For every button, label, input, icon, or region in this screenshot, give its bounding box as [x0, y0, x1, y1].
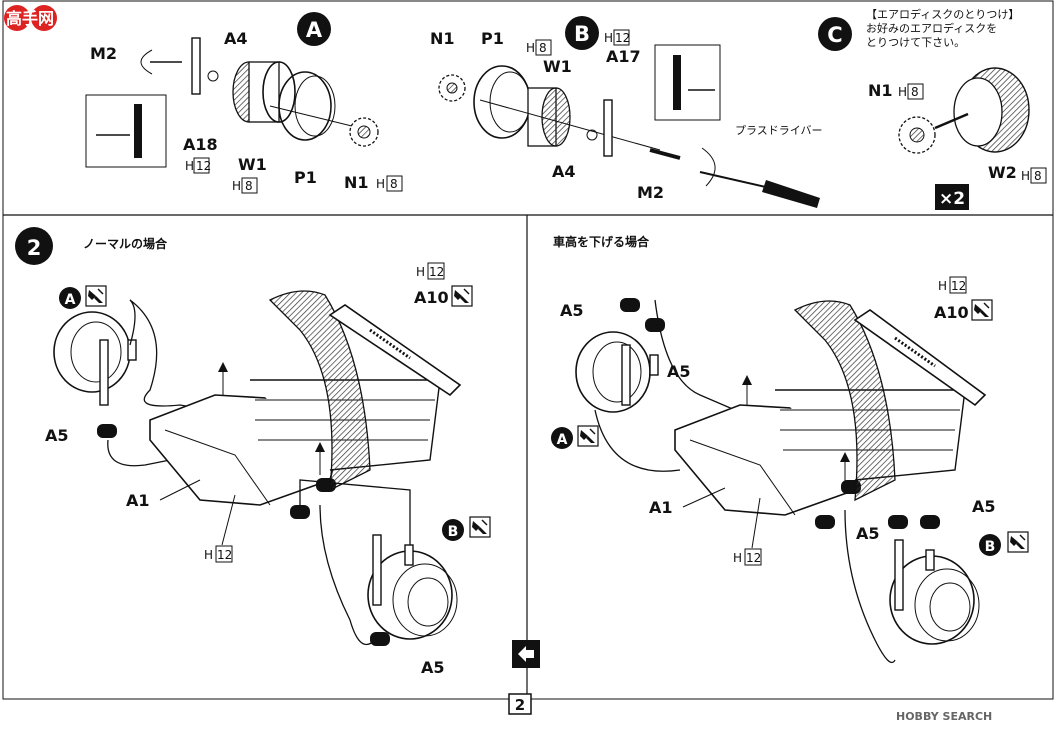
times-two-box [935, 184, 969, 210]
label-p1-b: P1 [481, 29, 504, 48]
label-a1-normal: A1 [126, 491, 150, 510]
screwdriver-shaft [699, 171, 771, 189]
svg-text:H: H [232, 179, 241, 193]
svg-text:H: H [1021, 169, 1030, 183]
label-w2: W2 [988, 163, 1017, 182]
belt-normal [268, 290, 371, 492]
svg-text:H: H [938, 279, 947, 293]
svg-text:B: B [574, 22, 590, 46]
label-n1-a: N1 [344, 173, 369, 192]
label-w1-a: W1 [238, 155, 267, 174]
svg-text:8: 8 [390, 177, 398, 191]
screwdriver-handle [762, 180, 820, 208]
part-a10-normal [328, 304, 462, 397]
svg-text:12: 12 [615, 31, 630, 45]
label-m2: M2 [90, 44, 117, 63]
label-a4: A4 [224, 29, 248, 48]
watermark-text: 高手网 [6, 9, 54, 28]
note-c-line2: お好みのエアロディスクを [866, 21, 997, 35]
svg-text:12: 12 [429, 265, 444, 279]
svg-text:A: A [306, 18, 323, 42]
svg-text:H: H [526, 41, 535, 55]
label-a4-b: A4 [552, 162, 576, 181]
part-a10-lowered [853, 309, 987, 407]
svg-text:8: 8 [1034, 169, 1042, 183]
label-a5-lowered-mid: A5 [667, 362, 691, 381]
belt-lowered [793, 300, 896, 502]
svg-text:A: A [65, 292, 76, 308]
badge-c: C [818, 17, 852, 51]
svg-text:2: 2 [515, 696, 525, 714]
svg-text:12: 12 [217, 548, 232, 562]
wheel-a-lowered [575, 331, 651, 413]
wheel-a-normal [53, 311, 131, 393]
step2-number: 2 [15, 227, 53, 265]
svg-text:B: B [448, 524, 459, 540]
label-a5-normal-front: A5 [45, 426, 69, 445]
svg-text:8: 8 [539, 41, 547, 55]
note-c-line3: とりつけて下さい。 [866, 36, 965, 49]
svg-text:B: B [985, 539, 996, 555]
label-n1-c: N1 [868, 81, 893, 100]
svg-text:H: H [898, 85, 907, 99]
label-a5-normal-rear: A5 [421, 658, 445, 677]
page-number: 2 [508, 693, 532, 715]
wheel-assembly-b: N1 P1 H 8 W1 A17 H 12 A4 M2 [430, 29, 823, 208]
step1-section: A B C M2 A4 A18 H 12 [85, 7, 1047, 210]
label-a5-lowered-top: A5 [560, 301, 584, 320]
svg-text:H: H [416, 265, 425, 279]
svg-text:H: H [604, 31, 613, 45]
svg-text:A: A [557, 432, 568, 448]
svg-text:12: 12 [951, 279, 966, 293]
label-w1-b: W1 [543, 57, 572, 76]
label-a5-lowered-right: A5 [972, 497, 996, 516]
note-c-line1: 【エアロディスクのとりつけ】 [866, 7, 1019, 21]
step2-section: 2 ノーマルの場合 車高を下げる場合 A A5 [15, 227, 1029, 677]
wheel-assembly-a: M2 A4 A18 H 12 W1 H 8 P1 N1 [85, 29, 403, 194]
label-a5-lowered-left: A5 [856, 524, 880, 543]
detail-inset-a [85, 94, 167, 168]
normal-assembly: A A5 [45, 262, 540, 677]
label-m2-b: M2 [637, 183, 664, 202]
label-n1-b: N1 [430, 29, 455, 48]
svg-text:8: 8 [245, 179, 253, 193]
wheel-assembly-c: 【エアロディスクのとりつけ】 お好みのエアロディスクを とりつけて下さい。 N1… [866, 7, 1047, 210]
svg-text:12: 12 [746, 551, 761, 565]
screwdriver-label: プラスドライバー [735, 124, 823, 137]
label-p1-a: P1 [294, 168, 317, 187]
watermark-bottom: HOBBY SEARCH [896, 710, 992, 723]
svg-text:H: H [185, 159, 194, 173]
svg-text:H: H [733, 551, 742, 565]
label-a17: A17 [606, 47, 641, 66]
axle-a17 [603, 99, 613, 157]
badge-a: A [297, 12, 331, 46]
watermark-logo: 高手网 [4, 5, 57, 31]
lowered-assembly: A5 A5 A A10 [551, 276, 1029, 664]
label-a10-normal: A10 [414, 288, 449, 307]
svg-text:8: 8 [911, 85, 919, 99]
svg-text:2: 2 [27, 236, 42, 260]
tire-p1-a [278, 71, 332, 141]
normal-title: ノーマルの場合 [83, 236, 168, 251]
label-a10-lowered: A10 [934, 303, 969, 322]
axle-a18 [191, 37, 201, 95]
lowered-title: 車高を下げる場合 [553, 234, 650, 249]
svg-text:H: H [376, 177, 385, 191]
svg-text:H: H [204, 548, 213, 562]
detail-inset-b [654, 44, 721, 121]
svg-text:C: C [827, 23, 842, 47]
times-two: ×2 [939, 189, 965, 209]
label-a1-lowered: A1 [649, 498, 673, 517]
label-a18: A18 [183, 135, 218, 154]
badge-b: B [565, 16, 599, 50]
svg-text:12: 12 [196, 159, 211, 173]
